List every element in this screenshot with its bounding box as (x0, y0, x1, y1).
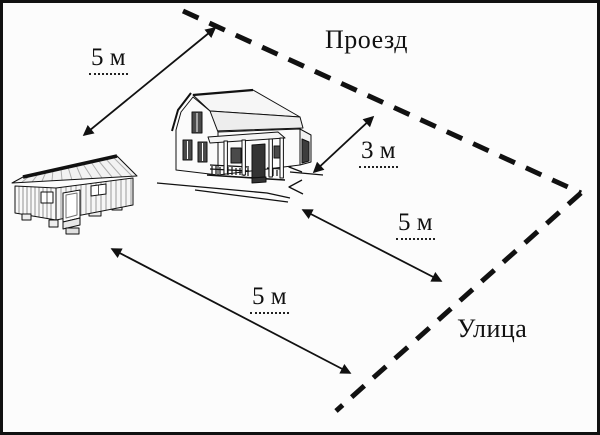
porch-roof (207, 131, 286, 144)
label-shed-to-street-distance: 5 м (250, 283, 289, 314)
porch-floor (206, 174, 286, 181)
shed-ridge (22, 154, 118, 179)
arrow-house-to-driveway (312, 115, 375, 174)
ground-path-line (288, 179, 304, 195)
arrow-house-to-street (301, 209, 443, 282)
label-driveway: Проезд (325, 25, 408, 54)
porch-post (223, 140, 228, 175)
shed-foundation-block (48, 219, 59, 228)
house-window (301, 138, 310, 164)
label-house-to-driveway-distance: 3 м (359, 137, 398, 168)
street-dashed-line (334, 191, 583, 413)
house-icon (156, 88, 324, 203)
label-house-to-street-distance: 5 м (396, 209, 435, 240)
porch-post (241, 139, 246, 176)
house-roof-overhang (171, 92, 192, 132)
arrow-shed-to-driveway (82, 26, 217, 137)
shed-foundation-block (21, 213, 32, 221)
ground-path-line (289, 171, 324, 176)
shed-roof (11, 155, 138, 184)
porch-post (268, 138, 273, 178)
house-ridge (192, 88, 254, 97)
house-door (251, 143, 266, 179)
driveway-dashed-line (181, 8, 583, 196)
shed-step (65, 227, 80, 235)
arrow-shed-to-street (110, 248, 352, 374)
house-window (230, 147, 242, 164)
ground-path-line (156, 182, 291, 199)
shed-icon (11, 154, 138, 235)
porch-step (251, 176, 267, 184)
porch-post (279, 137, 284, 179)
label-shed-to-driveway-distance: 5 м (89, 44, 128, 75)
ground-path-line (194, 189, 289, 203)
shed-step (62, 217, 81, 230)
label-street: Улица (457, 314, 528, 343)
